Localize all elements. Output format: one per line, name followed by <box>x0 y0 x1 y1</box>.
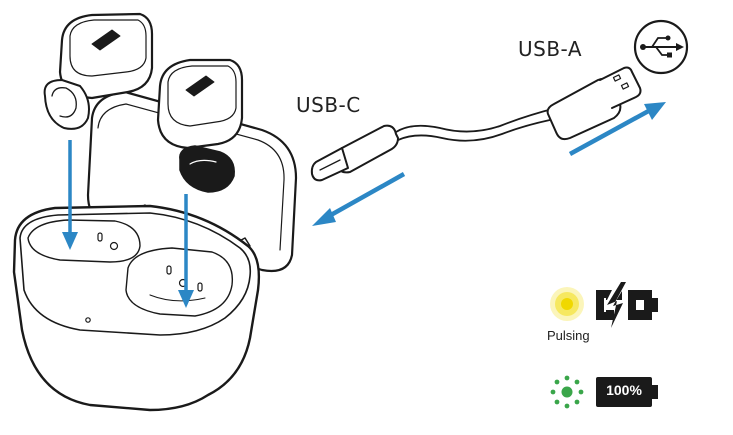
charging-case <box>12 90 298 412</box>
arrow-to-case <box>320 172 406 222</box>
right-earbud <box>156 58 244 193</box>
usb-a-label: USB-A <box>518 37 583 61</box>
usb-a-plug <box>546 66 642 141</box>
case-body <box>12 204 261 412</box>
cable-arrows <box>312 102 666 226</box>
led-full-icon <box>550 375 584 409</box>
battery-full-label: 100% <box>606 382 642 398</box>
left-earbud <box>43 12 154 130</box>
left-ear-tip <box>43 79 90 130</box>
usb-c-plug <box>310 124 399 182</box>
charging-battery-icon <box>596 278 658 330</box>
usb-cable <box>310 66 642 182</box>
right-ear-tip <box>179 145 235 193</box>
arrow-to-usb-a <box>568 106 656 156</box>
led-pulsing-icon <box>550 287 584 321</box>
usb-icon <box>633 19 689 75</box>
insert-arrows <box>62 140 194 308</box>
full-battery-icon <box>596 377 658 407</box>
usb-c-label: USB-C <box>296 93 361 117</box>
pulsing-label: Pulsing <box>547 328 590 343</box>
